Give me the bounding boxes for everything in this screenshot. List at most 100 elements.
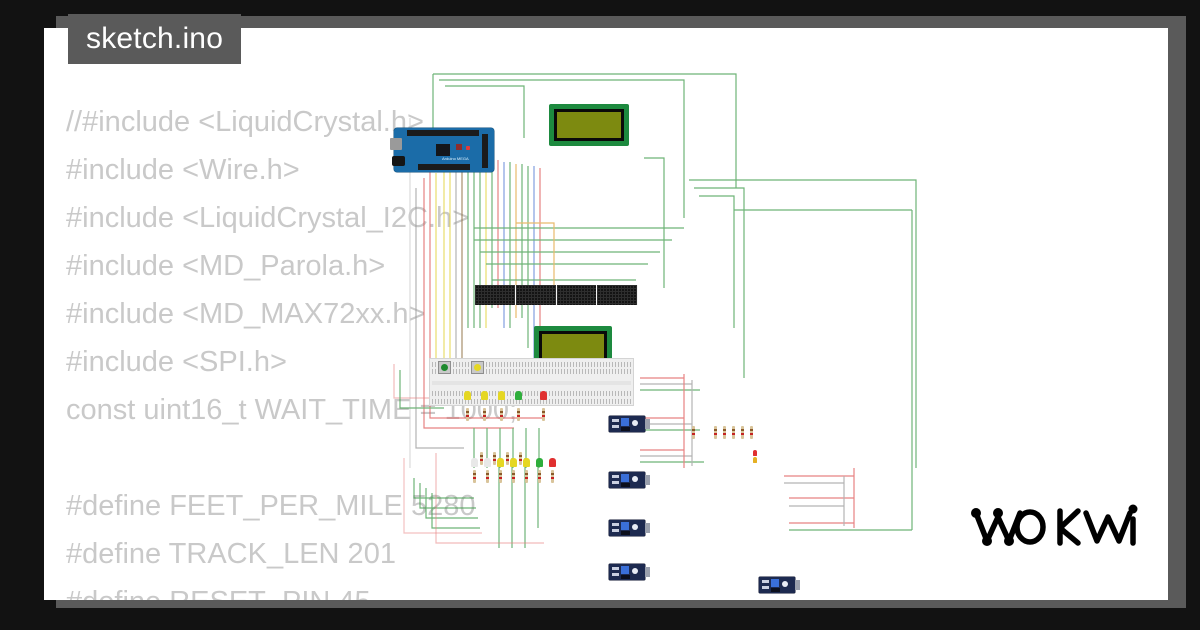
led-indicator-icon — [632, 568, 638, 574]
resistor[interactable] — [499, 470, 502, 483]
resistor[interactable] — [732, 426, 735, 439]
resistor[interactable] — [542, 408, 545, 421]
regulator-chip — [456, 144, 462, 150]
resistor[interactable] — [473, 470, 476, 483]
wokwi-logo-svg: WOKWI — [971, 504, 1138, 546]
led-indicator[interactable] — [464, 391, 471, 400]
ir-sensor-module[interactable] — [609, 472, 650, 488]
circuit-diagram: Arduino MEGA — [44, 28, 1168, 600]
resistor[interactable] — [741, 426, 744, 439]
matrix-block — [597, 285, 638, 305]
solder-pad — [762, 586, 769, 589]
board-header-top — [407, 130, 479, 136]
led-indicator[interactable] — [523, 458, 530, 467]
breadboard-half[interactable] — [429, 358, 634, 406]
pin-header[interactable] — [645, 475, 650, 485]
usb-port-icon — [390, 138, 402, 150]
resistor[interactable] — [519, 452, 522, 465]
led-indicator[interactable] — [484, 458, 491, 467]
pin-header[interactable] — [645, 419, 650, 429]
board-header-bottom — [418, 164, 470, 170]
matrix-block — [475, 285, 516, 305]
wokwi-logo: WOKWI — [968, 499, 1138, 558]
trimpot — [621, 418, 629, 426]
ir-sensor-module[interactable] — [609, 416, 650, 432]
resistor[interactable] — [551, 470, 554, 483]
led-indicator[interactable] — [515, 391, 522, 400]
wokwi-logo-dot — [1128, 504, 1138, 514]
breadboard-center-gutter — [432, 381, 631, 385]
led-indicator-icon — [632, 524, 638, 530]
solder-pad — [612, 425, 619, 428]
pushbutton-green[interactable] — [438, 361, 451, 374]
lcd1602-top[interactable] — [549, 104, 629, 146]
trimpot — [621, 522, 629, 530]
resistor[interactable] — [480, 452, 483, 465]
resistor[interactable] — [525, 470, 528, 483]
led-indicator[interactable] — [753, 450, 757, 456]
project-sheet: //#include <LiquidCrystal.h> #include <W… — [44, 28, 1168, 600]
led-indicator[interactable] — [753, 457, 757, 463]
comparator-ic — [621, 531, 630, 535]
board-silkscreen-label: Arduino MEGA — [442, 156, 469, 161]
file-tab-sketch-ino[interactable]: sketch.ino — [68, 14, 242, 64]
file-tab-label: sketch.ino — [86, 22, 224, 55]
ir-sensor-module[interactable] — [609, 520, 650, 536]
pin-header[interactable] — [795, 580, 800, 590]
pushbutton-yellow[interactable] — [471, 361, 484, 374]
resistor[interactable] — [512, 470, 515, 483]
ir-sensor-module[interactable] — [759, 577, 800, 593]
arduino-mega-board[interactable]: Arduino MEGA — [390, 128, 494, 172]
pin-header[interactable] — [645, 523, 650, 533]
resistor[interactable] — [493, 452, 496, 465]
resistor[interactable] — [723, 426, 726, 439]
trimpot — [621, 566, 629, 574]
solder-pad — [762, 580, 769, 583]
led-indicator[interactable] — [481, 391, 488, 400]
resistor[interactable] — [538, 470, 541, 483]
solder-pad — [612, 523, 619, 526]
led-matrix-max7219[interactable] — [475, 285, 638, 305]
led-indicator[interactable] — [510, 458, 517, 467]
resistor[interactable] — [692, 426, 695, 439]
matrix-block — [515, 285, 557, 305]
breadboard-rail-top — [432, 362, 631, 367]
lcd-screen — [539, 331, 607, 361]
trimpot — [621, 474, 629, 482]
ir-sensor-module[interactable] — [609, 564, 650, 580]
led-indicator[interactable] — [536, 458, 543, 467]
board-header-right — [482, 134, 488, 168]
resistor[interactable] — [466, 408, 469, 421]
led-indicator-icon — [632, 420, 638, 426]
resistor[interactable] — [500, 408, 503, 421]
resistor[interactable] — [483, 408, 486, 421]
led-indicator[interactable] — [497, 458, 504, 467]
resistor[interactable] — [506, 452, 509, 465]
resistor[interactable] — [714, 426, 717, 439]
power-jack-icon — [392, 156, 405, 166]
breadboard-rail-top2 — [432, 369, 631, 374]
matrix-block — [556, 285, 598, 305]
solder-pad — [612, 567, 619, 570]
button-cap-yellow — [474, 364, 481, 371]
mcu-chip — [436, 144, 450, 156]
led-indicator-icon — [782, 581, 788, 587]
led-indicator[interactable] — [549, 458, 556, 467]
breadboard-rail-bot2 — [432, 399, 631, 404]
comparator-ic — [621, 483, 630, 487]
led-indicator[interactable] — [540, 391, 547, 400]
comparator-ic — [771, 588, 780, 592]
led-indicator[interactable] — [498, 391, 505, 400]
solder-pad — [612, 475, 619, 478]
pin-header[interactable] — [645, 567, 650, 577]
resistor[interactable] — [750, 426, 753, 439]
led-indicator[interactable] — [471, 458, 478, 467]
resistor[interactable] — [517, 408, 520, 421]
resistor[interactable] — [486, 470, 489, 483]
led-indicator-icon — [632, 476, 638, 482]
comparator-ic — [621, 427, 630, 431]
trimpot — [771, 579, 779, 587]
solder-pad — [612, 419, 619, 422]
solder-pad — [612, 481, 619, 484]
